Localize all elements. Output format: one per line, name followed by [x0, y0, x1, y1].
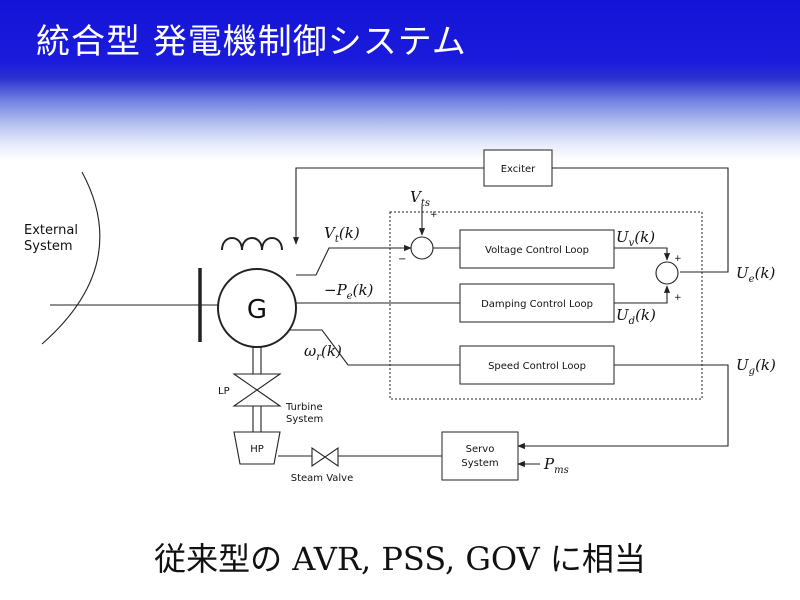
lp-turbine-icon: [232, 373, 282, 407]
ud-to-sum2-line: [614, 285, 671, 304]
pe-label: −Pe(k): [324, 281, 374, 302]
turbine-label-line2: System: [286, 414, 323, 425]
external-system-label-line1: External: [24, 223, 78, 238]
uv-to-sum2-line: [614, 247, 671, 261]
ue-label: Ue(k): [736, 264, 776, 285]
voltage-summing-junction: [410, 236, 434, 260]
steam-valve-icon: [311, 446, 339, 468]
uv-label: Uv(k): [616, 228, 655, 249]
generator-circle: [217, 268, 297, 348]
ud-label: Ud(k): [616, 306, 656, 327]
integrated-controller-frame: [389, 211, 703, 400]
voltage-control-loop-label: Voltage Control Loop: [485, 245, 589, 256]
sum2-plus-sign-top: +: [674, 254, 682, 264]
external-system-label-line2: System: [24, 239, 72, 254]
ue-to-exciter-line: [552, 167, 729, 273]
ug-to-servo-line: [517, 364, 729, 450]
sum1-plus-sign: +: [430, 210, 438, 220]
turbine-label-line1: Turbine: [285, 402, 323, 413]
wr-signal-line: [290, 329, 460, 366]
damping-control-loop-label: Damping Control Loop: [481, 299, 593, 310]
servo-label-line2: System: [461, 458, 498, 469]
generator-label: G: [247, 295, 267, 325]
exciter-box: [483, 149, 553, 187]
ug-label: Ug(k): [736, 356, 776, 377]
field-winding-coil: [221, 237, 283, 251]
excitation-summing-junction: [655, 261, 679, 285]
pms-label: Pms: [543, 455, 569, 476]
vts-label: Vts: [410, 188, 430, 209]
title-bar: [0, 0, 800, 160]
sum1-minus-sign: −: [398, 254, 406, 265]
vt-label: Vt(k): [324, 224, 360, 245]
sum2-plus-sign-bottom: +: [674, 293, 682, 303]
slide-caption: 従来型の AVR, PSS, GOV に相当: [154, 540, 646, 578]
lp-label: LP: [218, 386, 230, 397]
servo-label-line1: Servo: [466, 444, 495, 455]
exciter-label: Exciter: [501, 164, 536, 175]
hp-turbine-icon: [233, 431, 281, 465]
servo-system-box: [441, 431, 519, 481]
hp-label: HP: [250, 444, 264, 455]
wr-label: ωr(k): [304, 342, 342, 363]
voltage-control-loop-box: [459, 229, 615, 269]
external-system-boundary: [41, 171, 101, 345]
exciter-to-field-line: [292, 167, 484, 245]
slide-title: 統合型 発電機制御システム: [36, 22, 467, 62]
steam-valve-label: Steam Valve: [291, 473, 354, 484]
speed-control-loop-label: Speed Control Loop: [488, 361, 586, 372]
vt-signal-line: [296, 244, 412, 276]
